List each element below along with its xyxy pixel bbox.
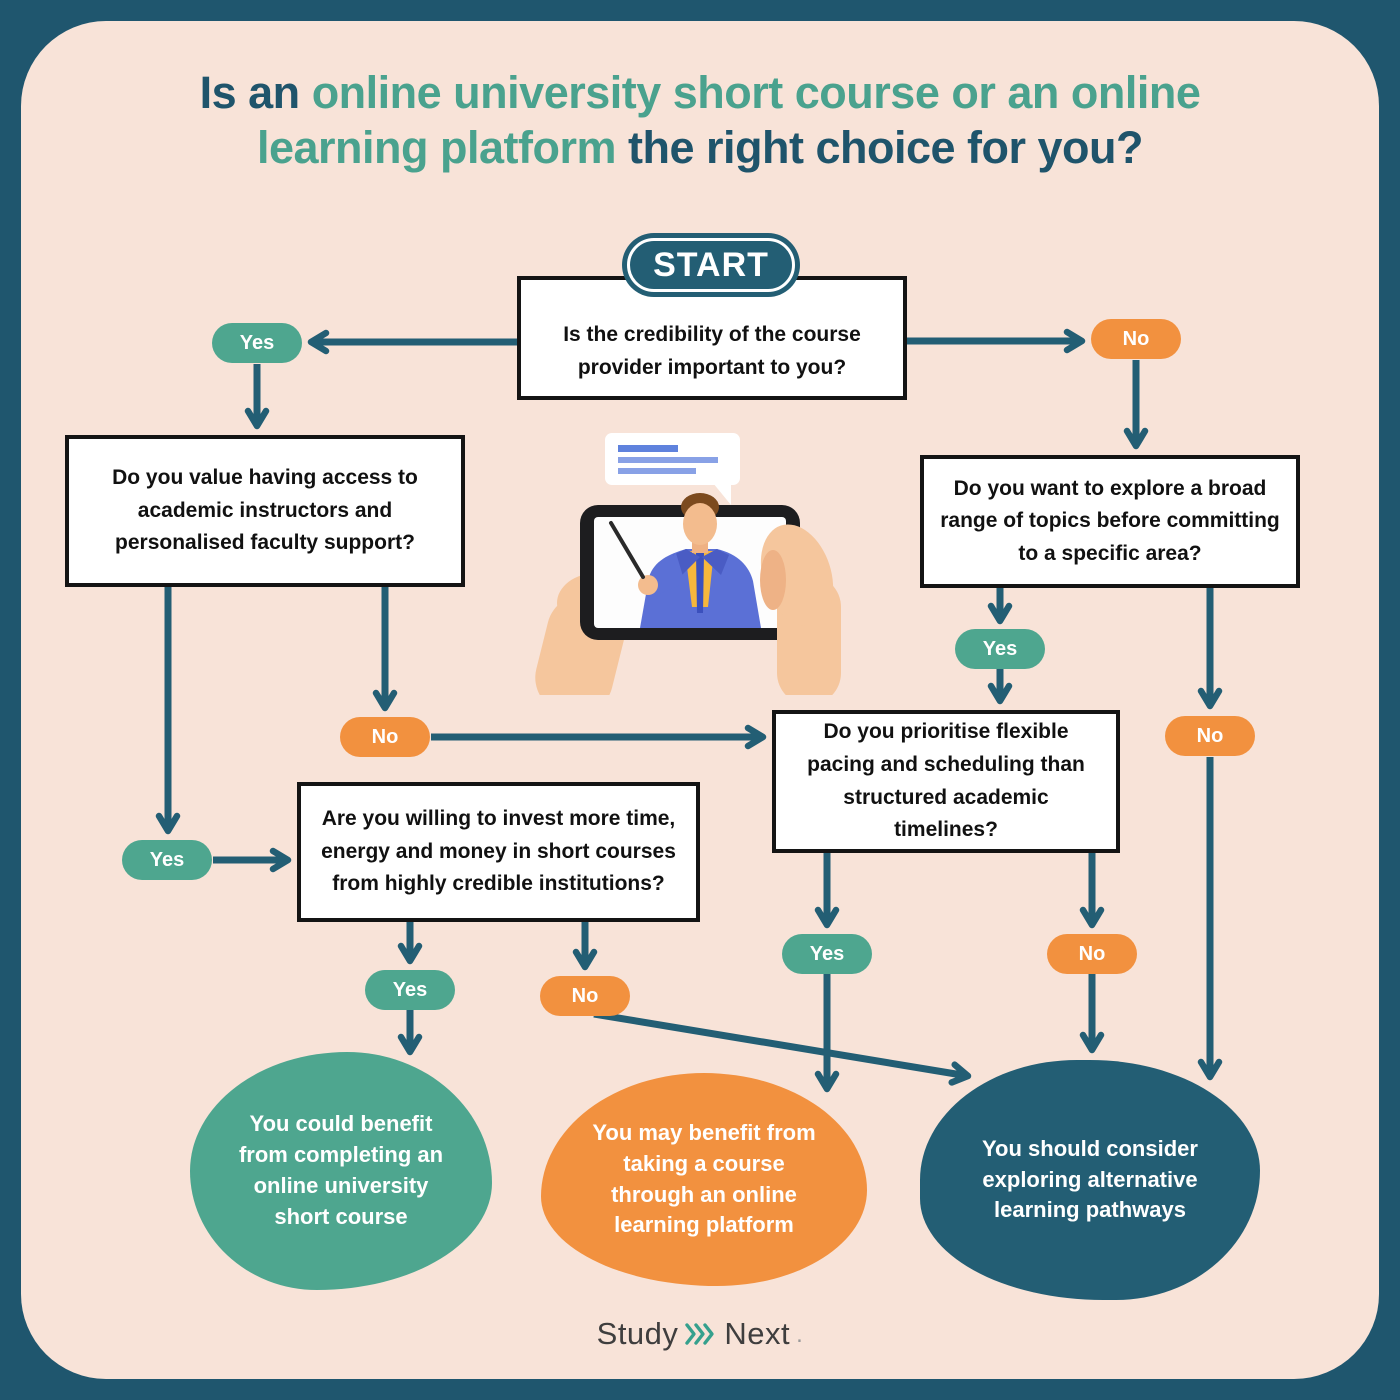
outcome-text-alternative: You should consider exploring alternativ… <box>982 1135 1198 1223</box>
answer-pill-topics-no: No <box>1165 716 1255 756</box>
triple-chevron-right-icon <box>685 1323 715 1345</box>
pill-label: Yes <box>809 942 845 965</box>
outcome-text-university: You could benefit from completing an onl… <box>238 1111 444 1229</box>
title-segment-dark-2: the right choice for you? <box>628 121 1144 173</box>
start-badge: START <box>622 233 800 297</box>
pill-label: Yes <box>239 331 275 354</box>
pill-label: No <box>1122 327 1150 350</box>
question-box-topics: Do you want to explore a broad range of … <box>920 455 1300 588</box>
title-segment-dark-1: Is an <box>199 67 312 118</box>
answer-pill-faculty-no: No <box>340 717 430 757</box>
right-hand <box>760 524 841 695</box>
question-text-pacing: Do you prioritise flexible pacing and sc… <box>807 720 1085 842</box>
pill-label: Yes <box>982 637 1018 660</box>
answer-pill-pacing-yes: Yes <box>782 934 872 974</box>
question-box-pacing: Do you prioritise flexible pacing and sc… <box>772 710 1120 853</box>
studynext-logo: Study Next . <box>0 1316 1400 1352</box>
answer-pill-invest-yes: Yes <box>365 970 455 1010</box>
pill-label: No <box>571 984 599 1007</box>
lecturer <box>609 493 761 628</box>
logo-dot: . <box>796 1321 804 1348</box>
start-label: START <box>653 245 769 284</box>
title-segment-green-1: online university short course or an onl… <box>311 67 1201 118</box>
logo-next-text: Next <box>724 1316 791 1351</box>
outcome-bubble-platform: You may benefit from taking a course thr… <box>541 1073 867 1286</box>
answer-pill-faculty-yes: Yes <box>122 840 212 880</box>
answer-pill-invest-no: No <box>540 976 630 1016</box>
question-text-invest: Are you willing to invest more time, ene… <box>321 807 676 896</box>
question-text-topics: Do you want to explore a broad range of … <box>940 476 1280 565</box>
pill-label: Yes <box>392 978 428 1001</box>
speech-bubble <box>605 433 740 505</box>
pill-label: No <box>1078 942 1106 965</box>
question-text-faculty: Do you value having access to academic i… <box>112 466 418 555</box>
page-title: Is an online university short course or … <box>0 66 1400 176</box>
question-box-faculty: Do you value having access to academic i… <box>65 435 465 587</box>
pill-label: No <box>1196 724 1224 747</box>
pill-label: No <box>371 725 399 748</box>
answer-pill-credibility-yes: Yes <box>212 323 302 363</box>
outcome-text-platform: You may benefit from taking a course thr… <box>592 1119 816 1238</box>
outcome-bubble-university: You could benefit from completing an onl… <box>190 1052 492 1290</box>
answer-pill-credibility-no: No <box>1091 319 1181 359</box>
answer-pill-pacing-no: No <box>1047 934 1137 974</box>
title-segment-green-2: learning platform <box>256 121 628 173</box>
answer-pill-topics-yes: Yes <box>955 629 1045 669</box>
logo-study-text: Study <box>596 1316 679 1351</box>
outcome-bubble-alternative: You should consider exploring alternativ… <box>920 1060 1260 1300</box>
phone-lecturer-illustration <box>535 433 841 695</box>
question-text-credibility: Is the credibility of the course provide… <box>563 323 861 379</box>
question-box-invest: Are you willing to invest more time, ene… <box>297 782 700 922</box>
pill-label: Yes <box>149 848 185 871</box>
